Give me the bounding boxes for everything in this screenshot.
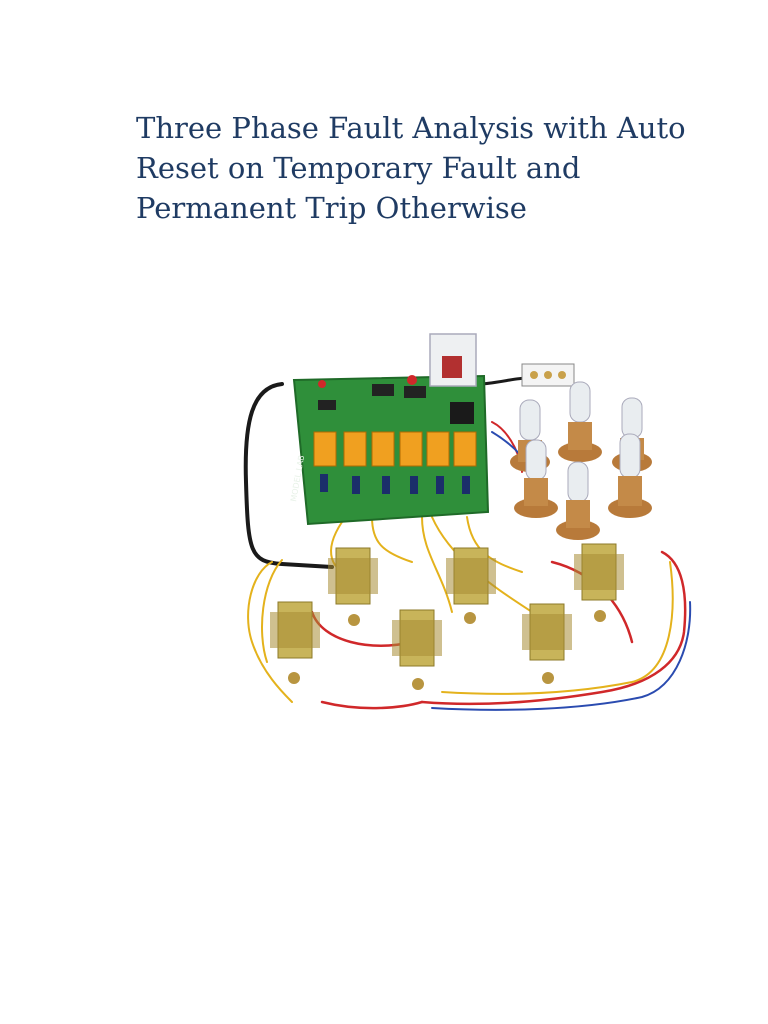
terminal-block — [521, 363, 575, 387]
document-title: Three Phase Fault Analysis with Auto Res… — [136, 108, 696, 228]
relay-row — [313, 431, 477, 467]
transformers — [270, 543, 624, 690]
title-line-1: Three Phase Fault Analysis with Auto — [136, 111, 686, 145]
lamp-holders — [510, 381, 652, 540]
main-relay — [429, 333, 477, 387]
title-line-2: Reset on Temporary Fault and — [136, 151, 581, 185]
circuit-board-photo: MODEL LAB — [243, 333, 692, 711]
capacitors — [320, 474, 470, 494]
title-line-3: Permanent Trip Otherwise — [136, 191, 527, 225]
